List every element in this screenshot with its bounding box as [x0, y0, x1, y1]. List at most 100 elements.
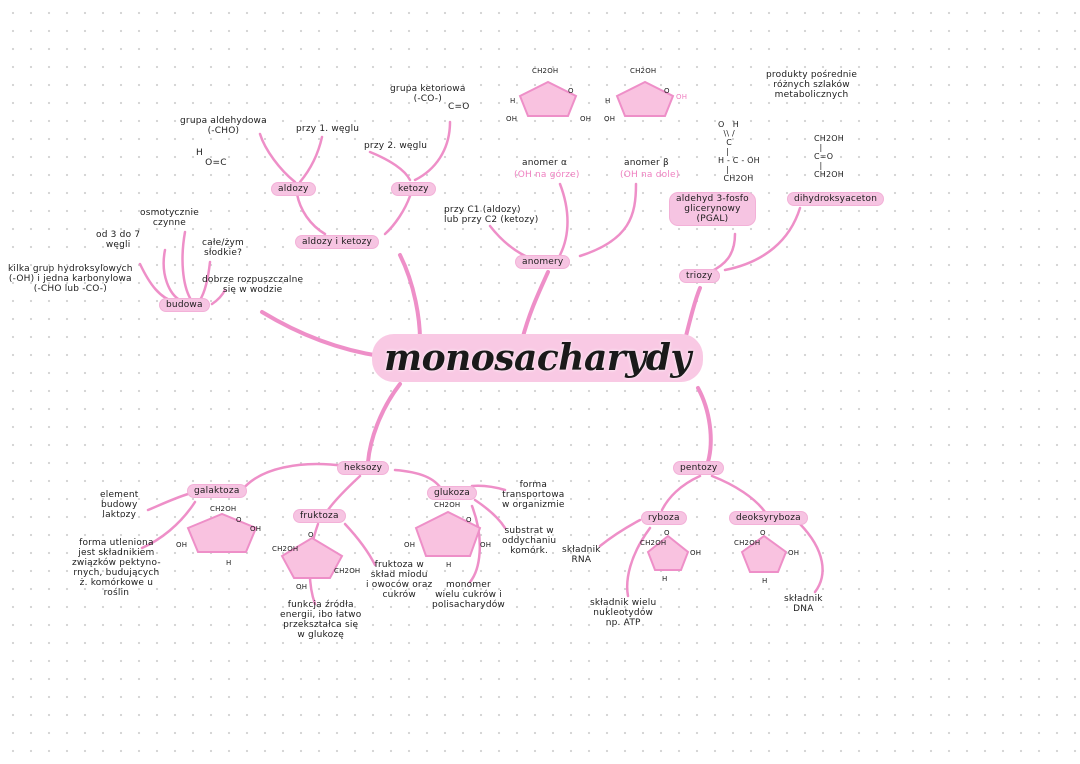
ryboza-oh: OH	[690, 549, 702, 557]
label-osmotycznie-czynne: osmotycznie czynne	[140, 208, 199, 228]
node-ketozy: ketozy	[392, 183, 435, 195]
node-heksozy: heksozy	[338, 462, 389, 474]
label-grupa-ketonowa: grupa ketonowa (-CO-)	[390, 84, 466, 104]
glukoza-h: H	[446, 561, 452, 569]
glukoza-oh-1: OH	[404, 541, 416, 549]
line-anomer-alpha	[558, 182, 569, 257]
label-galaktoza-laktoza: element budowy laktozy	[100, 490, 139, 520]
label-anomer-beta-note: (OH na dole)	[620, 170, 680, 180]
line-grupa-ketonowa	[413, 120, 452, 182]
label-przy-2-weglu: przy 2. węglu	[364, 141, 428, 151]
label-glukoza-substrat: substrat w oddychaniu komórk.	[502, 526, 557, 556]
beta-ch2oh: CH2OH	[630, 67, 657, 75]
line-rozpuszczalne	[210, 288, 227, 306]
node-fruktoza: fruktoza	[294, 510, 345, 522]
alpha-h: H	[510, 97, 516, 105]
galaktoza-ring	[186, 512, 258, 553]
line-kilka-grup	[138, 262, 177, 304]
line-ketozy	[383, 194, 412, 236]
line-heksozy	[366, 382, 402, 464]
line-triozy	[683, 286, 702, 342]
label-przy-c1: przy C1 (aldozy) lub przy C2 (ketozy)	[444, 205, 539, 225]
node-galaktoza: galaktoza	[188, 485, 246, 497]
line-pry2	[368, 150, 412, 182]
pgal-formula: O H \\ / C | H - C - OH | CH2OH	[718, 120, 760, 183]
fruktoza-ch2oh-2: CH2OH	[334, 567, 361, 575]
line-aldozy-ketozy	[398, 253, 422, 342]
label-anomer-beta: anomer β	[624, 158, 669, 168]
node-ryboza: ryboza	[642, 512, 686, 524]
line-bezbarwne	[198, 260, 212, 302]
line-gal-note2	[140, 500, 197, 550]
ryboza-ch2oh: CH2OH	[640, 539, 667, 547]
glukoza-oh-2: OH	[480, 541, 492, 549]
line-ryboza	[660, 474, 702, 512]
fruktoza-ring	[280, 536, 344, 579]
line-galaktoza	[240, 462, 347, 492]
line-przy-c1	[488, 224, 537, 262]
deoksyryboza-ring	[740, 534, 788, 573]
line-pry1	[298, 135, 324, 184]
alpha-ch2oh: CH2OH	[532, 67, 559, 75]
ryboza-ring	[646, 534, 690, 571]
line-aldozy	[295, 192, 327, 236]
line-fru-note2	[343, 522, 377, 567]
node-glukoza: glukoza	[428, 487, 476, 499]
galaktoza-oh-1: OH	[250, 525, 262, 533]
deoksyryboza-oh: OH	[788, 549, 800, 557]
line-gal-note1	[146, 492, 190, 512]
line-rib-note2	[626, 526, 652, 598]
line-glu-note2	[473, 498, 507, 530]
beta-oh-1: OH	[604, 115, 616, 123]
node-pentozy: pentozy	[674, 462, 724, 474]
line-anomer-beta	[578, 182, 638, 258]
dha-formula: CH2OH | C=O | CH2OH	[814, 134, 845, 179]
node-aldozy-ketozy: aldozy i ketozy	[296, 236, 379, 248]
line-anomery	[520, 270, 550, 342]
ryboza-o: O	[664, 529, 670, 537]
label-przy-1-weglu: przy 1. węglu	[296, 124, 360, 134]
sub-branch-lines	[138, 120, 824, 606]
node-triozy: triozy	[680, 270, 719, 282]
label-deoksyryboza-dna: składnik DNA	[784, 594, 823, 614]
glukoza-o: O	[466, 516, 472, 524]
label-od-3-do-7-wegli: od 3 do 7 węgli	[96, 230, 141, 250]
line-aldehyd	[708, 232, 737, 274]
ryboza-h: H	[662, 575, 668, 583]
label-ryboza-atp: składnik wielu nukleotydów np. ATP	[590, 598, 657, 628]
aldehyde-formula: H O=C	[196, 148, 227, 168]
alpha-o: O	[568, 87, 574, 95]
alpha-oh-2: OH	[580, 115, 592, 123]
line-deoksy-note	[798, 522, 824, 594]
main-branch-lines	[260, 253, 713, 464]
line-grupa-aldehydowa	[258, 132, 297, 184]
fruktoza-oh: OH	[296, 583, 308, 591]
alpha-glucose-ring	[518, 80, 578, 117]
label-kilka-grup: kilka grup hydroksylowych (-OH) i jedna …	[8, 264, 133, 294]
galaktoza-oh-2: OH	[176, 541, 188, 549]
galaktoza-o: O	[236, 516, 242, 524]
label-anomer-alpha-note: (OH na górze)	[514, 170, 580, 180]
label-fruktoza-energia: funkcja źródła energii, ibo łatwo przeks…	[280, 600, 362, 640]
node-anomery: anomery	[516, 256, 570, 268]
line-pentozy	[696, 386, 713, 464]
alpha-oh-1: OH	[506, 115, 518, 123]
node-deoksyryboza: deoksyryboza	[730, 512, 807, 524]
node-aldehyd-pgal: aldehyd 3-fosfo glicerynowy (PGAL)	[670, 193, 755, 225]
node-budowa: budowa	[160, 299, 209, 311]
line-rib-note1	[598, 518, 642, 548]
fruktoza-o: O	[308, 531, 314, 539]
galaktoza-ch2oh: CH2OH	[210, 505, 237, 513]
central-title: monosacharydy	[372, 334, 703, 382]
ketone-formula: C=O	[448, 102, 470, 112]
label-glukoza-transportowa: forma transportowa w organizmie	[502, 480, 565, 510]
label-produkty-posrednie: produkty pośrednie różnych szlaków metab…	[766, 70, 858, 100]
label-ryboza-rna: składnik RNA	[562, 545, 601, 565]
deoksyryboza-ch2oh: CH2OH	[734, 539, 761, 547]
label-anomer-alpha: anomer α	[522, 158, 568, 168]
label-bezbarwne: całe/żym słodkie?	[202, 238, 245, 258]
beta-h: H	[605, 97, 611, 105]
label-grupa-aldehydowa: grupa aldehydowa (-CHO)	[180, 116, 267, 136]
line-fruktoza	[326, 474, 362, 512]
